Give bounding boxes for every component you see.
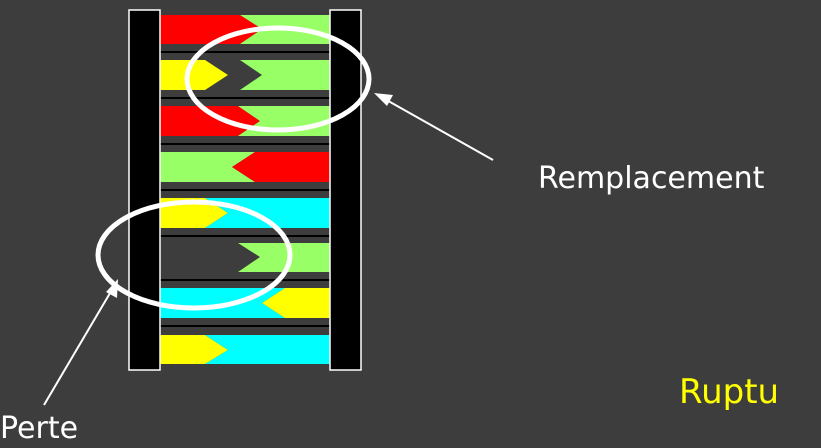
base-yellow <box>160 335 228 364</box>
rung-lines <box>160 51 330 327</box>
base-red <box>160 15 262 44</box>
loss-label: Perte <box>0 411 79 446</box>
loss-ellipse <box>95 199 293 311</box>
base-pair-8 <box>160 335 330 364</box>
base-yellow <box>160 198 228 228</box>
base-yellow <box>262 288 330 318</box>
loss-arrow <box>43 279 118 406</box>
base-pairs <box>160 15 330 364</box>
base-cyan <box>205 335 330 364</box>
base-pair-7 <box>160 288 330 318</box>
left-backbone <box>128 9 161 371</box>
base-pair-4 <box>160 152 330 182</box>
base-yellow <box>160 60 228 90</box>
base-green <box>240 60 330 90</box>
replacement-label: Remplacement <box>538 161 765 196</box>
base-green <box>238 243 330 272</box>
rupture-label: Ruptu <box>679 372 780 412</box>
base-red <box>232 152 330 182</box>
base-green <box>160 152 255 182</box>
right-backbone <box>329 9 362 371</box>
replacement-ellipse <box>184 25 372 133</box>
base-pair-3 <box>160 106 330 136</box>
base-pair-6 <box>238 243 330 272</box>
replacement-arrow <box>374 93 494 161</box>
base-red <box>160 106 260 136</box>
base-pair-2 <box>160 60 330 90</box>
